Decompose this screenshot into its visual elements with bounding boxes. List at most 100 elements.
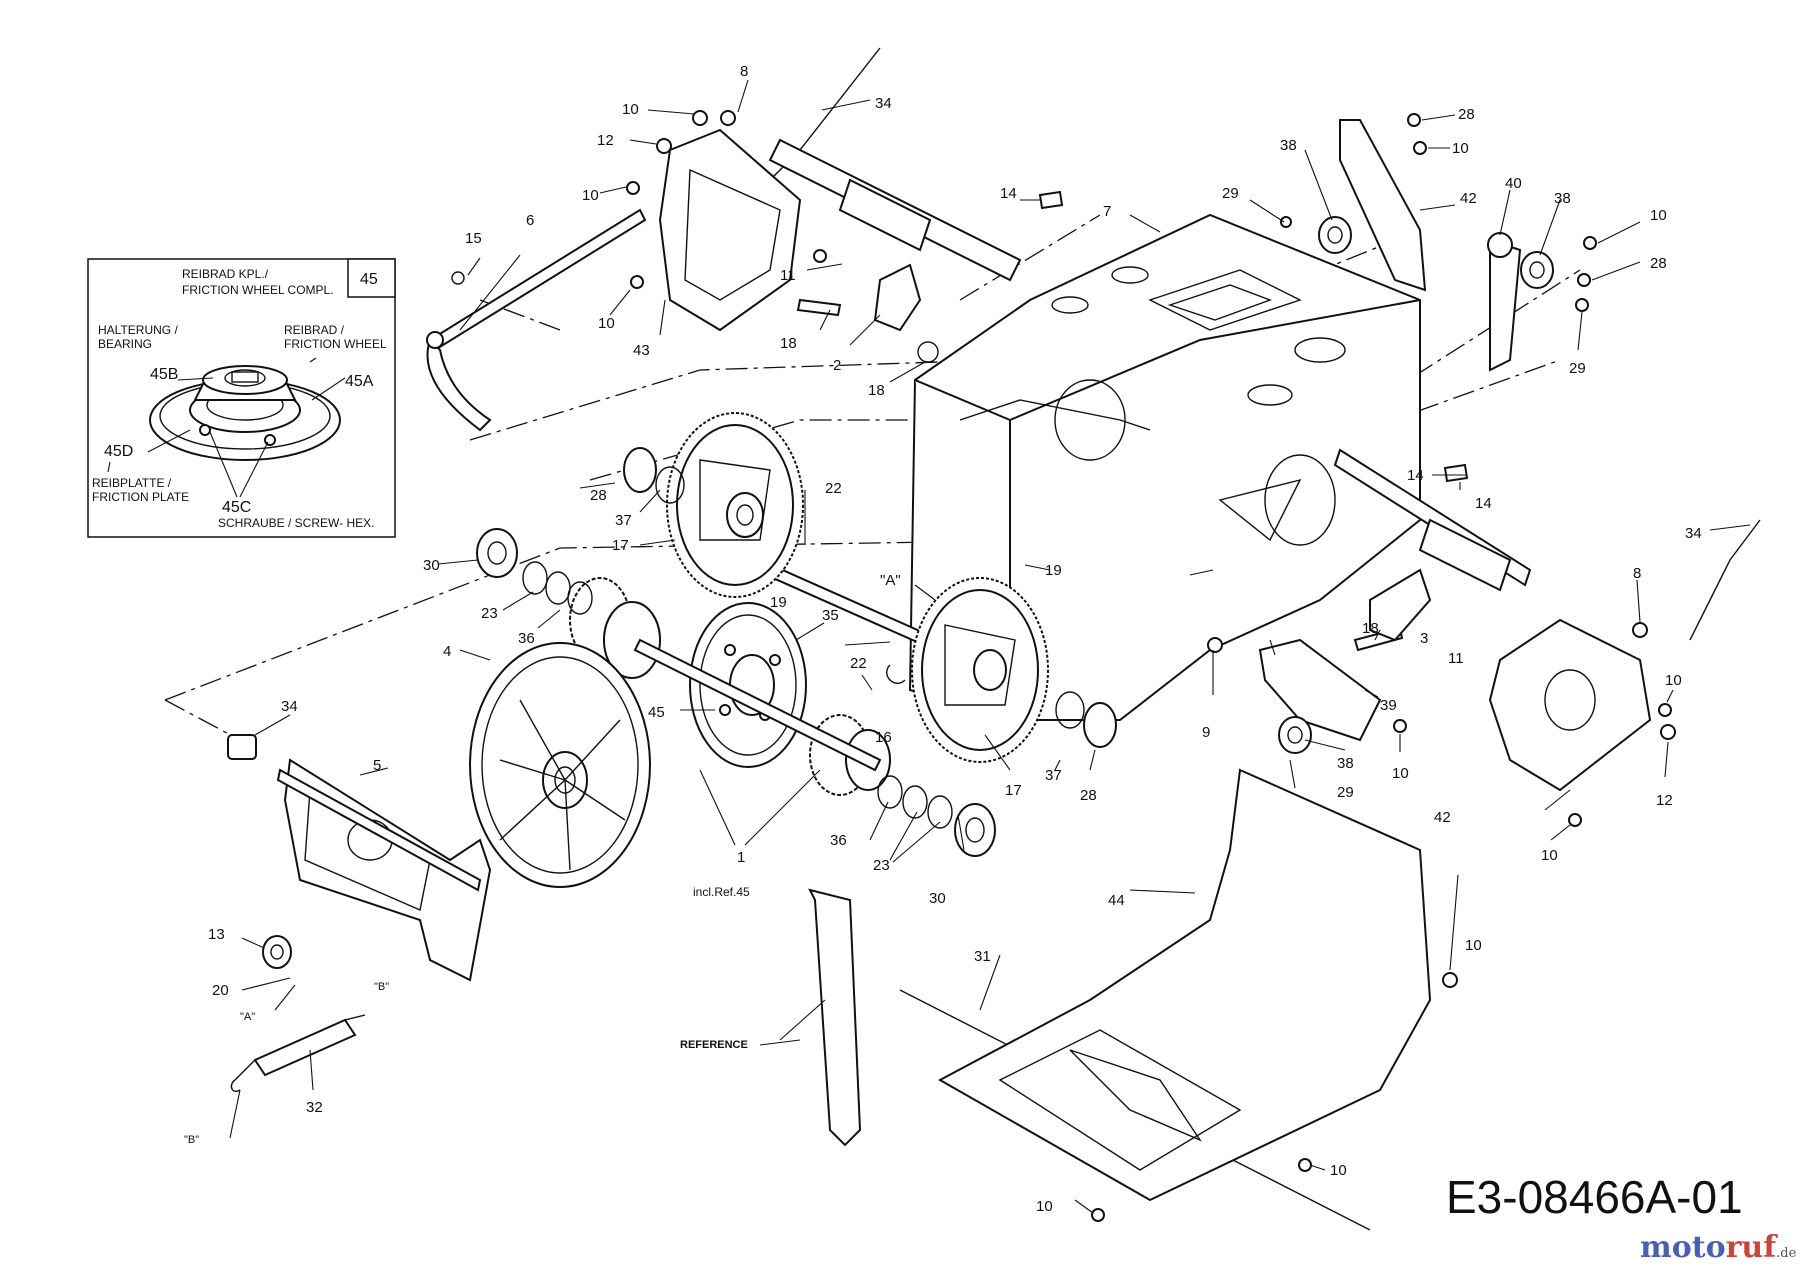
plate-40 bbox=[1487, 232, 1522, 372]
callout-1: 1 bbox=[737, 849, 745, 866]
callout-28: 29 bbox=[1337, 784, 1354, 801]
bearing-38-lower bbox=[1278, 716, 1312, 754]
brand-tld: .de bbox=[1776, 1246, 1797, 1261]
callout-28: 29 bbox=[1222, 185, 1239, 202]
callout-31: 31 bbox=[974, 948, 991, 965]
inset-bearing-line2: BEARING bbox=[98, 337, 152, 351]
callout-33: 34 bbox=[875, 95, 892, 112]
callout-41: 42 bbox=[1460, 190, 1477, 207]
callout-38: 38 bbox=[1280, 137, 1297, 154]
callout-4: 4 bbox=[443, 643, 451, 660]
brand-name-b: ruf bbox=[1725, 1230, 1777, 1265]
callout-12: 12 bbox=[597, 132, 614, 149]
callout-33: 34 bbox=[1685, 525, 1702, 542]
callout-incl: incl.Ref.45 bbox=[693, 885, 750, 899]
callout-23: 23 bbox=[873, 857, 890, 874]
callout-19: 19 bbox=[1045, 562, 1062, 579]
callout-17: 17 bbox=[612, 537, 629, 554]
callout-37: 37 bbox=[615, 512, 632, 529]
spacer-34 bbox=[227, 734, 257, 760]
callout-3: 3 bbox=[1420, 630, 1428, 647]
bearing-38-right bbox=[1520, 251, 1554, 289]
callout-10: 10 bbox=[582, 187, 599, 204]
callout-18: 18 bbox=[868, 382, 885, 399]
callout-20: 20 bbox=[212, 982, 229, 999]
callout-32: 32 bbox=[306, 1099, 323, 1116]
spring-21-upper bbox=[796, 298, 842, 317]
drawing-code: E3-08466A-01 bbox=[1446, 1171, 1743, 1223]
callout-42: 44 bbox=[1108, 892, 1125, 909]
callout-14: 14 bbox=[1000, 185, 1017, 202]
callout-43: 42 bbox=[1434, 809, 1451, 826]
callout-10: 10 bbox=[1465, 937, 1482, 954]
callout-labels: 10 8 34 12 10 15 6 10 43 11 18 2 18 14 7… bbox=[184, 63, 1702, 1215]
shift-plate-5 bbox=[276, 758, 492, 982]
callout-10: 10 bbox=[622, 101, 639, 118]
callout-8: 8 bbox=[1633, 565, 1641, 582]
callout-mark-b-spring: "B" bbox=[184, 1134, 199, 1146]
inset-plate-line2: FRICTION PLATE bbox=[92, 490, 189, 504]
callout-11: 11 bbox=[1448, 650, 1464, 667]
inset-wheel-line1: REIBRAD / bbox=[284, 323, 345, 337]
bracket-2 bbox=[873, 263, 922, 332]
hub-sprocket-left bbox=[569, 577, 661, 679]
bracket-39 bbox=[1258, 638, 1382, 742]
plate-41 bbox=[1339, 119, 1427, 292]
washers-right bbox=[877, 775, 953, 829]
callout-11: 11 bbox=[780, 267, 796, 284]
callout-45: 45 bbox=[648, 704, 665, 721]
callout-10: 10 bbox=[1330, 1162, 1347, 1179]
drive-pulley-4 bbox=[469, 642, 651, 888]
callout-44: 43 bbox=[633, 342, 650, 359]
bearing-38-upper bbox=[1318, 216, 1352, 254]
inset-code-45b: 45B bbox=[150, 366, 178, 383]
callout-mark-b-plate: "B" bbox=[374, 981, 389, 993]
gear-17-upper bbox=[666, 412, 804, 598]
nut-13 bbox=[262, 935, 292, 969]
inset-friction-wheel-box: 45 REIBRAD KPL./ FRICTION WHEEL COMPL. H… bbox=[87, 258, 396, 538]
leader-lines bbox=[229, 79, 1751, 1214]
reference-label: REFERENCE bbox=[680, 1039, 748, 1051]
inset-plate-line1: REIBPLATTE / bbox=[92, 476, 172, 490]
callout-38: 38 bbox=[1337, 755, 1354, 772]
callout-17: 17 bbox=[1005, 782, 1022, 799]
callout-10: 10 bbox=[1392, 765, 1409, 782]
bearing-30-left bbox=[476, 528, 518, 578]
inset-bearing-line1: HALTERUNG / bbox=[98, 323, 178, 337]
callout-27: 28 bbox=[1650, 255, 1667, 272]
callout-39: 39 bbox=[1380, 697, 1397, 714]
callout-14: 14 bbox=[1475, 495, 1492, 512]
callout-8: 8 bbox=[740, 63, 748, 80]
callout-37: 37 bbox=[1045, 767, 1062, 784]
callout-6: 6 bbox=[526, 212, 534, 229]
pinion-29-lower bbox=[1055, 691, 1117, 748]
callout-10: 10 bbox=[1665, 672, 1682, 689]
inset-code-45c: 45C bbox=[222, 499, 251, 516]
callout-22: 22 bbox=[825, 480, 842, 497]
callout-21: 18 bbox=[780, 335, 797, 352]
spring-32 bbox=[230, 1014, 366, 1092]
inset-title-line1: REIBRAD KPL./ bbox=[182, 267, 269, 281]
friction-wheel-45 bbox=[689, 602, 807, 768]
top-hex-shaft bbox=[768, 138, 1022, 282]
inset-screw-line: SCHRAUBE / SCREW- HEX. bbox=[218, 516, 374, 530]
callout-10: 10 bbox=[1452, 140, 1469, 157]
inset-code-45a: 45A bbox=[345, 373, 374, 390]
inset-wheel-line2: FRICTION WHEEL bbox=[284, 337, 387, 351]
inset-code-45d: 45D bbox=[104, 443, 133, 460]
callout-10: 10 bbox=[1650, 207, 1667, 224]
callout-15: 15 bbox=[465, 230, 482, 247]
callout-14: 14 bbox=[1407, 467, 1424, 484]
brand-name-a: moto bbox=[1640, 1230, 1726, 1265]
callout-10: 10 bbox=[598, 315, 615, 332]
side-cover-44 bbox=[658, 128, 802, 332]
callout-16: 16 bbox=[875, 729, 892, 746]
reference-bracket bbox=[808, 888, 862, 1147]
inset-friction-wheel-drawing bbox=[149, 365, 341, 461]
callout-30: 30 bbox=[929, 890, 946, 907]
callout-35: 35 bbox=[822, 607, 839, 624]
callout-28: 29 bbox=[1569, 360, 1586, 377]
callout-27: 28 bbox=[1458, 106, 1475, 123]
callout-29: 28 bbox=[590, 487, 607, 504]
callout-34: 34 bbox=[281, 698, 298, 715]
